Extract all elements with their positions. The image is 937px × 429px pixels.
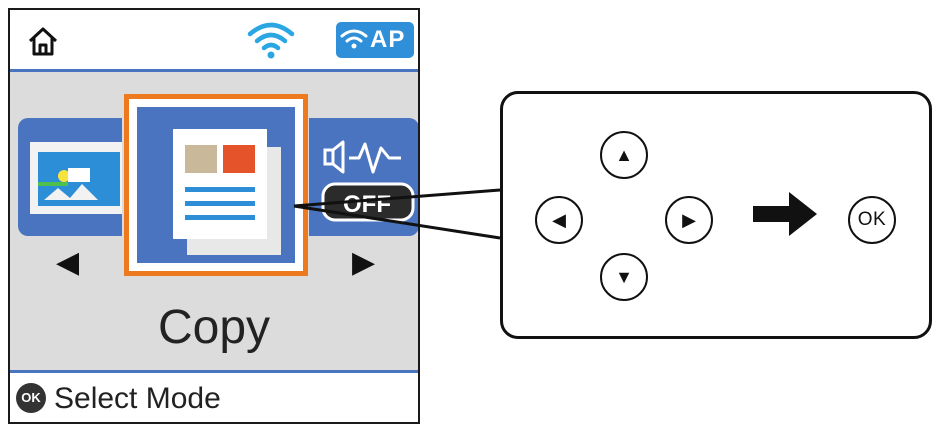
ok-badge-icon: OK [16, 383, 46, 413]
down-button[interactable]: ▼ [600, 253, 648, 301]
wifi-icon [247, 22, 295, 59]
up-button[interactable]: ▲ [600, 131, 648, 179]
selected-mode-label: Copy [157, 301, 271, 354]
ap-label: AP [370, 26, 406, 53]
mode-carousel: OFF ◀ ▶ Copy [10, 72, 418, 370]
control-panel-callout: ▲ ◀ ▶ ▼ OK [500, 91, 932, 339]
next-step-arrow-icon [753, 192, 817, 236]
status-bar: AP [10, 10, 418, 72]
down-arrow-icon: ▼ [615, 267, 633, 287]
wifi-direct-ap-badge: AP [336, 22, 414, 58]
mode-tile-scan[interactable] [18, 118, 124, 236]
left-button[interactable]: ◀ [535, 196, 583, 244]
carousel-right-arrow[interactable]: ▶ [352, 246, 376, 279]
selected-mode-frame[interactable] [124, 94, 308, 276]
left-arrow-icon: ◀ [552, 210, 566, 230]
right-arrow-icon: ▶ [682, 210, 696, 230]
ap-wifi-icon [340, 29, 368, 49]
carousel-left-arrow[interactable]: ◀ [56, 246, 80, 279]
footer-hint-text: Select Mode [54, 382, 221, 415]
ok-button-label: OK [857, 209, 887, 230]
home-icon[interactable] [26, 24, 60, 58]
up-arrow-icon: ▲ [615, 145, 633, 165]
copy-document-icon [173, 129, 281, 255]
footer-hint: OK Select Mode [10, 370, 418, 422]
lcd-screen: AP [8, 8, 420, 424]
ok-button[interactable]: OK [848, 196, 896, 244]
right-button[interactable]: ▶ [665, 196, 713, 244]
photo-scan-icon [30, 142, 124, 214]
sound-off-icon: OFF [321, 140, 415, 222]
mode-tile-copy[interactable] [137, 107, 295, 263]
mode-tile-sound[interactable]: OFF [309, 118, 418, 236]
